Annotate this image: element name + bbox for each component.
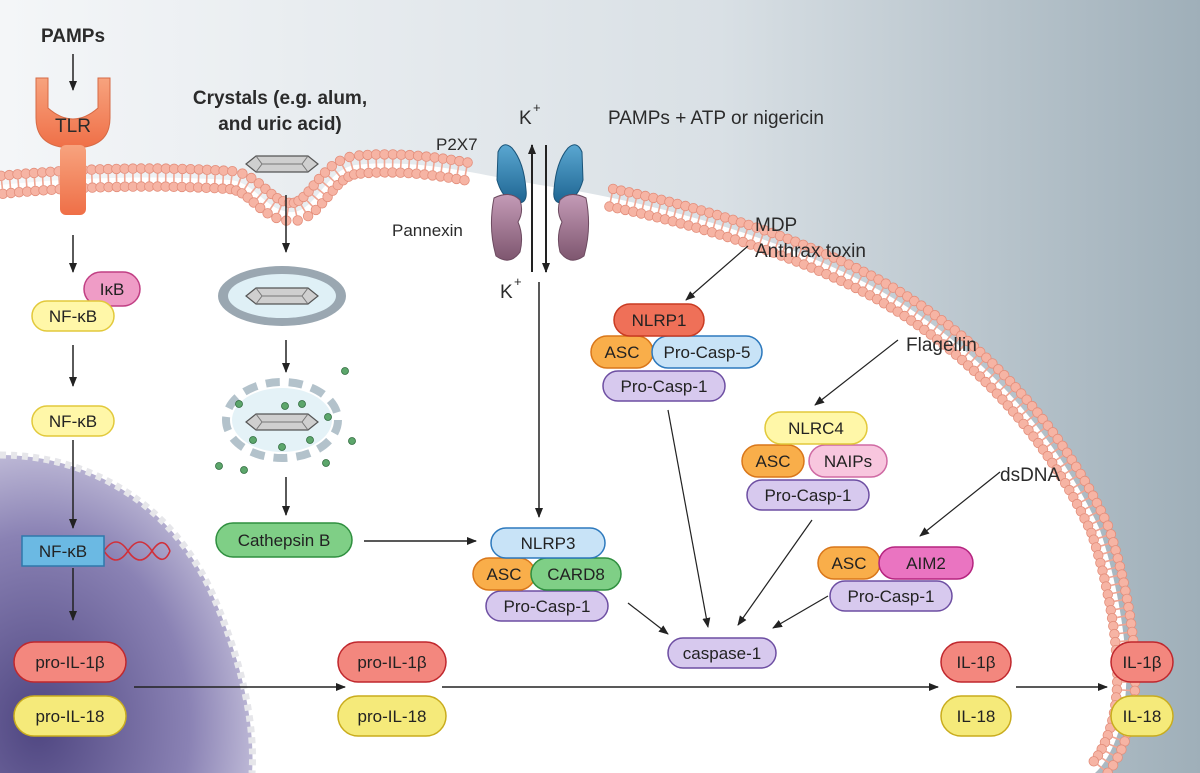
pill-caspase1: caspase-1 (667, 637, 777, 669)
tlr-label: TLR (55, 116, 91, 137)
pill-label: IκB (100, 280, 125, 299)
pill-label: IL-18 (1123, 707, 1162, 726)
pannexin-channel (490, 194, 590, 261)
p2x7-label: P2X7 (436, 135, 478, 154)
pill-label: IL-1β (956, 653, 995, 672)
pill-proil1b-1: pro-IL-1β (13, 641, 127, 683)
pill-label: pro-IL-1β (357, 653, 427, 672)
pill-nfkb-1: NF-κB (31, 300, 115, 332)
pill-proil18-2: pro-IL-18 (337, 695, 447, 737)
pill-asc-3: ASC (472, 557, 536, 591)
pill-label: ASC (832, 554, 867, 573)
pill-label: Pro-Casp-5 (664, 343, 751, 362)
pill-label: AIM2 (906, 554, 946, 573)
pill-label: NF-κB (49, 412, 97, 431)
dna-helix-icon (103, 541, 171, 561)
pill-procasp1-3: Pro-Casp-1 (485, 590, 609, 622)
crystal-icon (245, 155, 319, 173)
pill-procasp1-4: Pro-Casp-1 (829, 580, 953, 612)
pill-label: Pro-Casp-1 (621, 377, 708, 396)
pill-label: pro-IL-1β (35, 653, 105, 672)
pill-label: IL-18 (957, 707, 996, 726)
pannexin-label: Pannexin (392, 221, 463, 240)
tlr-receptor: TLR (35, 77, 111, 215)
cell-membrane (0, 149, 1141, 773)
pill-label: NF-κB (49, 307, 97, 326)
pill-nlrc4: NLRC4 (764, 411, 868, 445)
nucleus (0, 455, 253, 773)
k-bottom-superscript: + (514, 274, 522, 289)
pill-label: NLRC4 (788, 419, 844, 438)
pill-label: IL-1β (1122, 653, 1161, 672)
crystals-label-line1: Crystals (e.g. alum, (193, 88, 367, 109)
pamps-atp-label: PAMPs + ATP or nigericin (608, 108, 824, 129)
pill-label: NF-κB (39, 542, 87, 561)
pill-card8: CARD8 (530, 557, 622, 591)
pill-label: ASC (756, 452, 791, 471)
pill-label: Pro-Casp-1 (765, 486, 852, 505)
pill-label: NAIPs (824, 452, 872, 471)
pill-label: NLRP3 (521, 534, 576, 553)
pill-label: CARD8 (547, 565, 605, 584)
pill-il1b-1: IL-1β (940, 641, 1012, 683)
pill-nlrp1: NLRP1 (613, 303, 705, 337)
pill-nfkb-2: NF-κB (31, 405, 115, 437)
pill-il1b-2: IL-1β (1110, 641, 1174, 683)
pill-label: ASC (605, 343, 640, 362)
phagosome (218, 266, 346, 326)
pill-nfkb-nuc: NF-κB (21, 535, 105, 567)
pill-cathepsin: Cathepsin B (215, 522, 353, 558)
anthrax-label: Anthrax toxin (755, 241, 866, 262)
mdp-label: MDP (755, 215, 797, 236)
pill-proil1b-2: pro-IL-1β (337, 641, 447, 683)
pill-label: caspase-1 (683, 644, 761, 663)
pill-label: Cathepsin B (238, 531, 331, 550)
pill-label: pro-IL-18 (358, 707, 427, 726)
pill-procasp5: Pro-Casp-5 (651, 335, 763, 369)
ruptured-lysosome (215, 367, 356, 474)
pill-asc-1: ASC (590, 335, 654, 369)
pill-asc-4: ASC (817, 546, 881, 580)
flagellin-label: Flagellin (906, 335, 977, 356)
pill-il18-2: IL-18 (1110, 695, 1174, 737)
pill-naips: NAIPs (808, 444, 888, 478)
k-top-superscript: + (533, 100, 541, 115)
k-bottom-label: K (500, 282, 513, 303)
pill-label: NLRP1 (632, 311, 687, 330)
pill-il18-1: IL-18 (940, 695, 1012, 737)
pill-proil18-1: pro-IL-18 (13, 695, 127, 737)
pill-label: ASC (487, 565, 522, 584)
pill-ikb: IκB (83, 271, 141, 307)
crystals-label-line2: and uric acid) (218, 114, 342, 135)
pill-label: pro-IL-18 (36, 707, 105, 726)
pill-nlrp3: NLRP3 (490, 527, 606, 559)
pill-procasp1-2: Pro-Casp-1 (746, 479, 870, 511)
pill-label: Pro-Casp-1 (504, 597, 591, 616)
pamps-label: PAMPs (41, 26, 105, 47)
pill-aim2: AIM2 (878, 546, 974, 580)
dsdna-label: dsDNA (1000, 465, 1061, 486)
pill-asc-2: ASC (741, 444, 805, 478)
pill-procasp1-1: Pro-Casp-1 (602, 370, 726, 402)
k-top-label: K (519, 108, 532, 129)
pill-label: Pro-Casp-1 (848, 587, 935, 606)
